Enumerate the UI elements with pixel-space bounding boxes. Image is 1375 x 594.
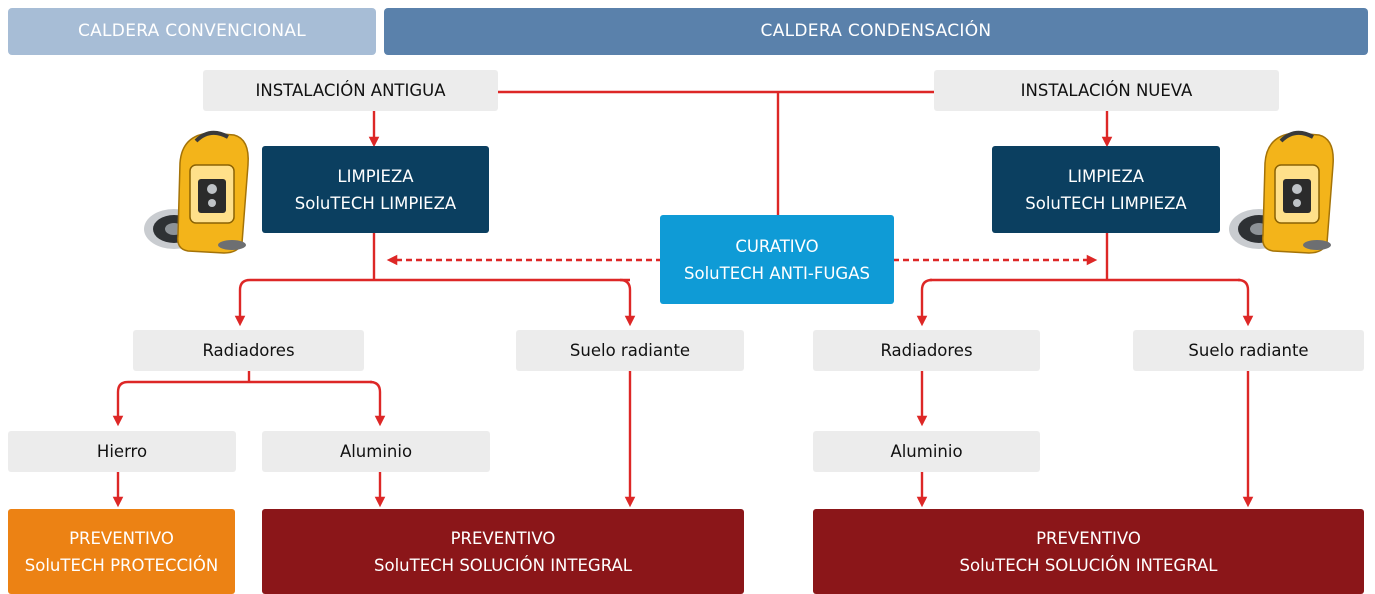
preventivo-integral-right-product: SoluTECH SOLUCIÓN INTEGRAL [959, 555, 1218, 575]
box-aluminio-left: Aluminio [262, 431, 490, 472]
aluminio-left-label: Aluminio [339, 442, 413, 461]
instalacion-nueva-label: INSTALACIÓN NUEVA [1020, 81, 1193, 100]
header-caldera-convencional: CALDERA CONVENCIONAL [8, 8, 376, 55]
header-caldera-convencional-label: CALDERA CONVENCIONAL [77, 21, 307, 41]
curativo-title: CURATIVO [735, 236, 819, 256]
box-aluminio-right: Aluminio [813, 431, 1040, 472]
radiadores-left-label: Radiadores [202, 341, 295, 360]
preventivo-proteccion-product: SoluTECH PROTECCIÓN [24, 555, 219, 575]
preventivo-proteccion-title: PREVENTIVO [69, 528, 174, 548]
yellow-dosing-device-icon [144, 130, 249, 254]
preventivo-integral-right-title: PREVENTIVO [1036, 528, 1141, 548]
box-preventivo-integral-left: PREVENTIVO SoluTECH SOLUCIÓN INTEGRAL [262, 509, 744, 594]
box-hierro: Hierro [8, 431, 236, 472]
box-radiadores-right: Radiadores [813, 330, 1040, 371]
arrow-left-aluminium [369, 380, 386, 427]
suelo-radiante-right-label: Suelo radiante [1188, 341, 1309, 360]
instalacion-antigua-label: INSTALACIÓN ANTIGUA [255, 81, 446, 100]
box-limpieza-left: LIMPIEZA SoluTECH LIMPIEZA [262, 146, 489, 233]
limpieza-right-product: SoluTECH LIMPIEZA [1025, 193, 1187, 213]
box-limpieza-right: LIMPIEZA SoluTECH LIMPIEZA [992, 146, 1220, 233]
aluminio-right-label: Aluminio [890, 442, 963, 461]
box-suelo-radiante-left: Suelo radiante [516, 330, 744, 371]
header-caldera-condensacion: CALDERA CONDENSACIÓN [384, 8, 1368, 55]
box-preventivo-integral-right: PREVENTIVO SoluTECH SOLUCIÓN INTEGRAL [813, 509, 1364, 594]
split-left-radiators [128, 371, 372, 384]
box-radiadores-left: Radiadores [133, 330, 364, 371]
radiadores-right-label: Radiadores [880, 341, 973, 360]
preventivo-integral-left-product: SoluTECH SOLUCIÓN INTEGRAL [374, 555, 632, 575]
yellow-dosing-device-icon-right [1229, 130, 1334, 254]
box-suelo-radiante-right: Suelo radiante [1133, 330, 1364, 371]
limpieza-left-title: LIMPIEZA [337, 166, 414, 186]
arrow-left-underfloor [619, 278, 636, 327]
limpieza-right-title: LIMPIEZA [1067, 166, 1145, 186]
box-instalacion-antigua: INSTALACIÓN ANTIGUA [203, 70, 498, 111]
hierro-label: Hierro [96, 442, 148, 461]
arrow-right-radiators [916, 278, 933, 327]
header-caldera-condensacion-label: CALDERA CONDENSACIÓN [760, 21, 992, 41]
arrow-left-radiators [234, 278, 251, 327]
limpieza-left-product: SoluTECH LIMPIEZA [294, 193, 457, 213]
box-preventivo-proteccion: PREVENTIVO SoluTECH PROTECCIÓN [8, 509, 235, 594]
split-right-cleaning [930, 233, 1240, 282]
curativo-product: SoluTECH ANTI-FUGAS [684, 263, 870, 283]
box-curativo: CURATIVO SoluTECH ANTI-FUGAS [660, 215, 894, 304]
box-instalacion-nueva: INSTALACIÓN NUEVA [934, 70, 1279, 111]
split-left-cleaning [250, 233, 630, 282]
preventivo-integral-left-title: PREVENTIVO [450, 528, 556, 548]
suelo-radiante-left-label: Suelo radiante [569, 341, 691, 360]
arrow-right-underfloor [1237, 278, 1254, 327]
arrow-left-iron [112, 380, 129, 427]
